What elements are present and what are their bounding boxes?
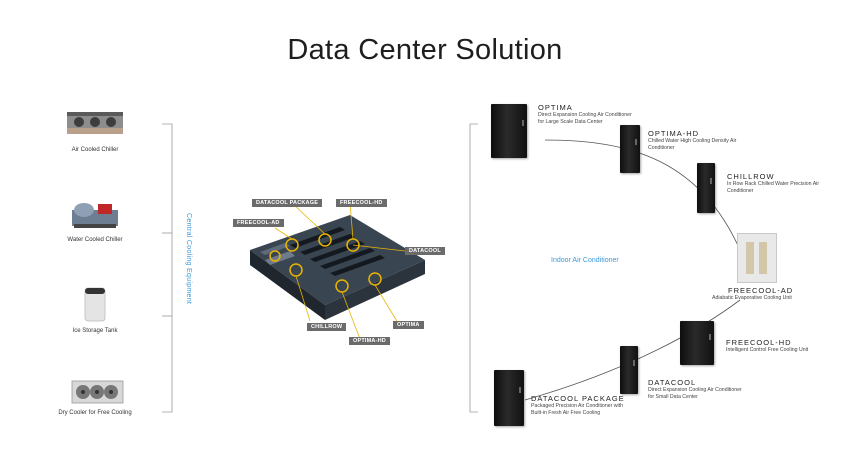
air-cooled-chiller-label: Air Cooled Chiller (71, 147, 119, 153)
datacool-package-desc: Packaged Precision Air Conditioner with … (531, 403, 623, 416)
water-cooled-chiller-label: Water Cooled Chiller (67, 237, 123, 243)
ice-storage-tank-label: Ice Storage Tank (72, 328, 118, 334)
optima-desc: Direct Expansion Cooling Air Conditioner… (538, 112, 632, 125)
freecool-ad-desc: Adiabatic Evaporative Cooling Unit (712, 295, 792, 301)
dry-cooler-icon (70, 378, 125, 406)
freecool-hd-unit-icon (680, 321, 714, 365)
datacool-unit-icon (620, 346, 638, 394)
central-bracket (162, 123, 173, 413)
optima-unit-icon (491, 104, 527, 158)
tag-optima-hd: OPTIMA-HD (349, 337, 390, 345)
dry-cooler-label: Dry Cooler for Free Cooling (58, 410, 132, 416)
indoor-ac-label: Indoor Air Conditioner (551, 257, 619, 264)
freecool-hd-desc: Intelligent Control Free Cooling Unit (726, 347, 809, 353)
tag-datacool-package: DATACOOL PACKAGE (252, 199, 323, 207)
optima-name: OPTIMA (538, 103, 573, 112)
tag-optima: OPTIMA (393, 321, 424, 329)
optima-hd-desc: Chilled Water High Cooling Density Air C… (648, 138, 737, 151)
optima-hd-unit-icon (620, 125, 640, 173)
datacool-package-unit-icon (494, 370, 524, 426)
chillrow-name: CHILLROW (727, 172, 775, 181)
air-cooled-chiller-icon (65, 108, 125, 138)
chillrow-desc: In Row Rack Chilled Water Precision Air … (727, 181, 820, 194)
page-title: Data Center Solution (287, 34, 563, 66)
ice-storage-tank-icon (83, 285, 107, 323)
central-cooling-label: Central Cooling Equipment (185, 213, 192, 305)
datacool-package-name: DATACOOL PACKAGE (531, 394, 625, 403)
tag-chillrow: CHILLROW (307, 323, 347, 331)
water-cooled-chiller-icon (70, 200, 120, 230)
tag-freecool-hd: FREECOOL-HD (336, 199, 387, 207)
tag-freecool-ad: FREECOOL-AD (233, 219, 284, 227)
datacool-name: DATACOOL (648, 378, 697, 387)
indoor-bracket (469, 123, 478, 413)
freecool-ad-name: FREECOOL-AD (728, 286, 794, 295)
optima-hd-name: OPTIMA-HD (648, 129, 700, 138)
datacool-desc: Direct Expansion Cooling Air Conditioner… (648, 387, 742, 400)
freecool-ad-unit-icon (737, 233, 777, 283)
tag-datacool: DATACOOL (405, 247, 445, 255)
datacenter-floorplan (250, 202, 425, 340)
chillrow-unit-icon (697, 163, 715, 213)
freecool-hd-name: FREECOOL-HD (726, 338, 792, 347)
indoor-arcs (524, 139, 741, 401)
